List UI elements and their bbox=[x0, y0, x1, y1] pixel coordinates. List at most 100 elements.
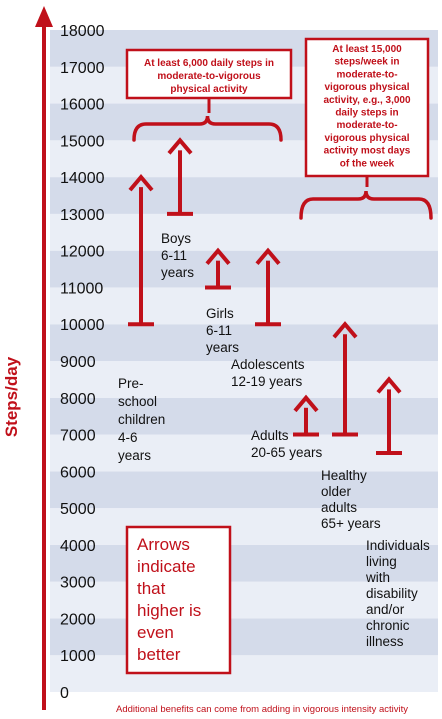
y-tick-label: 10000 bbox=[60, 317, 105, 334]
arrow-head bbox=[128, 174, 154, 192]
band bbox=[50, 581, 438, 619]
label-line: 6-11 bbox=[206, 323, 232, 338]
band bbox=[50, 177, 438, 214]
y-axis bbox=[35, 6, 53, 710]
label-boys: Boys 6-11 years bbox=[161, 231, 194, 280]
y-tick-label: 8000 bbox=[60, 391, 96, 408]
note-line: moderate-to- bbox=[336, 120, 397, 131]
arrow-head bbox=[376, 376, 402, 394]
label-line: years bbox=[118, 448, 151, 463]
y-tick-label: 17000 bbox=[60, 60, 105, 77]
legend-line: even bbox=[137, 623, 174, 642]
brace bbox=[299, 190, 433, 220]
label-adults: Adults 20-65 years bbox=[251, 428, 323, 460]
label-line: Individuals bbox=[366, 538, 430, 553]
legend-line: that bbox=[137, 579, 166, 598]
band bbox=[50, 361, 438, 398]
band bbox=[50, 287, 438, 325]
arrow-older bbox=[332, 321, 358, 437]
band bbox=[50, 397, 438, 435]
label-line: chronic bbox=[366, 618, 410, 633]
note-line: moderate-to- bbox=[336, 69, 397, 80]
label-girls: Girls 6-11 years bbox=[206, 306, 239, 355]
legend-text: Arrows indicate that higher is even better bbox=[137, 535, 201, 664]
label-line: Girls bbox=[206, 306, 234, 321]
band bbox=[50, 508, 438, 545]
label-line: Boys bbox=[161, 231, 191, 246]
y-tick-label: 16000 bbox=[60, 97, 105, 114]
legend-note: Arrows indicate that higher is even better bbox=[125, 525, 232, 675]
legend-line: better bbox=[137, 645, 181, 664]
range-arrows bbox=[128, 137, 402, 455]
y-axis-arrowhead bbox=[35, 6, 53, 27]
label-line: 6-11 bbox=[161, 248, 187, 263]
y-tick-labels: 0100020003000400050006000700080009000100… bbox=[60, 23, 105, 702]
note-line: At least 15,000 bbox=[332, 44, 402, 55]
label-line: 65+ years bbox=[321, 516, 381, 531]
y-axis-label: Steps/day bbox=[2, 356, 21, 437]
label-line: adults bbox=[321, 500, 357, 515]
label-line: Adults bbox=[251, 428, 289, 443]
label-line: with bbox=[365, 570, 390, 585]
note-line: steps/week in bbox=[334, 57, 399, 68]
brace bbox=[132, 115, 283, 142]
note-line: daily steps in bbox=[335, 108, 398, 119]
note-box bbox=[304, 37, 430, 178]
note-line: of the week bbox=[340, 158, 395, 169]
arrow-head bbox=[205, 247, 231, 265]
arrow-boys bbox=[167, 137, 193, 216]
y-tick-label: 18000 bbox=[60, 23, 105, 40]
note-line: activity most days bbox=[324, 146, 411, 157]
label-line: older bbox=[321, 484, 352, 499]
arrow-head bbox=[293, 394, 319, 413]
band bbox=[50, 655, 438, 692]
arrow-head bbox=[167, 137, 193, 155]
label-line: years bbox=[206, 340, 239, 355]
band bbox=[50, 434, 438, 472]
note-line: vigorous physical bbox=[324, 133, 409, 144]
label-line: school bbox=[118, 394, 157, 409]
y-tick-label: 11000 bbox=[60, 280, 103, 297]
y-tick-label: 2000 bbox=[60, 611, 96, 628]
band bbox=[50, 213, 438, 251]
y-tick-label: 7000 bbox=[60, 428, 96, 445]
band bbox=[50, 250, 438, 288]
band bbox=[50, 618, 438, 656]
y-tick-label: 3000 bbox=[60, 575, 96, 592]
legend-line: indicate bbox=[137, 557, 196, 576]
y-tick-label: 9000 bbox=[60, 354, 96, 371]
note-line: physical activity bbox=[170, 84, 248, 95]
y-tick-label: 6000 bbox=[60, 464, 96, 481]
y-tick-label: 14000 bbox=[60, 170, 105, 187]
label-line: 12-19 years bbox=[231, 374, 303, 389]
legend-box bbox=[125, 525, 232, 675]
label-line: illness bbox=[366, 634, 404, 649]
arrow-head bbox=[255, 247, 281, 265]
legend-line: higher is bbox=[137, 601, 201, 620]
label-line: 20-65 years bbox=[251, 445, 323, 460]
arrow-head bbox=[332, 321, 358, 339]
background-bands bbox=[50, 30, 438, 692]
label-line: years bbox=[161, 265, 194, 280]
label-line: Healthy bbox=[321, 468, 367, 483]
label-line: Pre- bbox=[118, 376, 144, 391]
arrow-adults bbox=[293, 394, 319, 437]
arrow-girls bbox=[205, 247, 231, 290]
note-line: vigorous physical bbox=[324, 82, 409, 93]
y-tick-label: 15000 bbox=[60, 133, 105, 150]
legend-line: Arrows bbox=[137, 535, 190, 554]
y-tick-label: 5000 bbox=[60, 501, 96, 518]
band bbox=[50, 544, 438, 582]
y-tick-label: 12000 bbox=[60, 244, 105, 261]
y-tick-label: 1000 bbox=[60, 648, 96, 665]
arrow-preschool bbox=[128, 174, 154, 327]
